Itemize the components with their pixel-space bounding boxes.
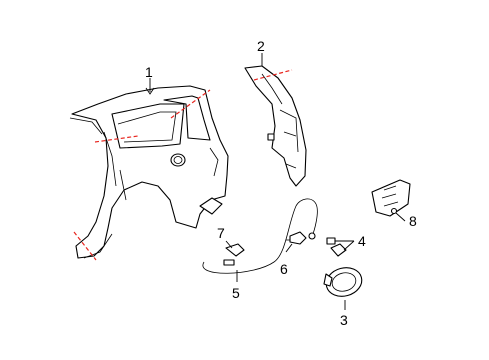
cable-clip xyxy=(225,243,245,257)
callout-1: 1 xyxy=(145,64,153,80)
inner-panel xyxy=(244,65,307,187)
quarter-panel xyxy=(69,85,229,259)
callout-6: 6 xyxy=(280,261,288,277)
fuel-door xyxy=(323,267,363,297)
leader-line-6 xyxy=(285,243,293,253)
cut-line xyxy=(170,89,211,119)
leader-arrow xyxy=(145,87,155,95)
callout-2: 2 xyxy=(257,38,265,54)
callout-5: 5 xyxy=(232,285,240,301)
leader-line-7 xyxy=(225,240,233,249)
cable-latch xyxy=(286,231,307,245)
leader-line-4 xyxy=(335,240,355,251)
bracket-part xyxy=(371,179,411,217)
cut-line xyxy=(94,135,139,143)
callout-4: 4 xyxy=(358,233,366,249)
callout-8: 8 xyxy=(409,213,417,229)
release-cable xyxy=(202,198,318,274)
leader-line-8 xyxy=(395,212,406,222)
callout-7: 7 xyxy=(217,225,225,241)
cut-line xyxy=(253,69,293,81)
callout-3: 3 xyxy=(340,312,348,328)
hinge-pieces xyxy=(326,237,347,257)
cut-line xyxy=(73,231,97,261)
